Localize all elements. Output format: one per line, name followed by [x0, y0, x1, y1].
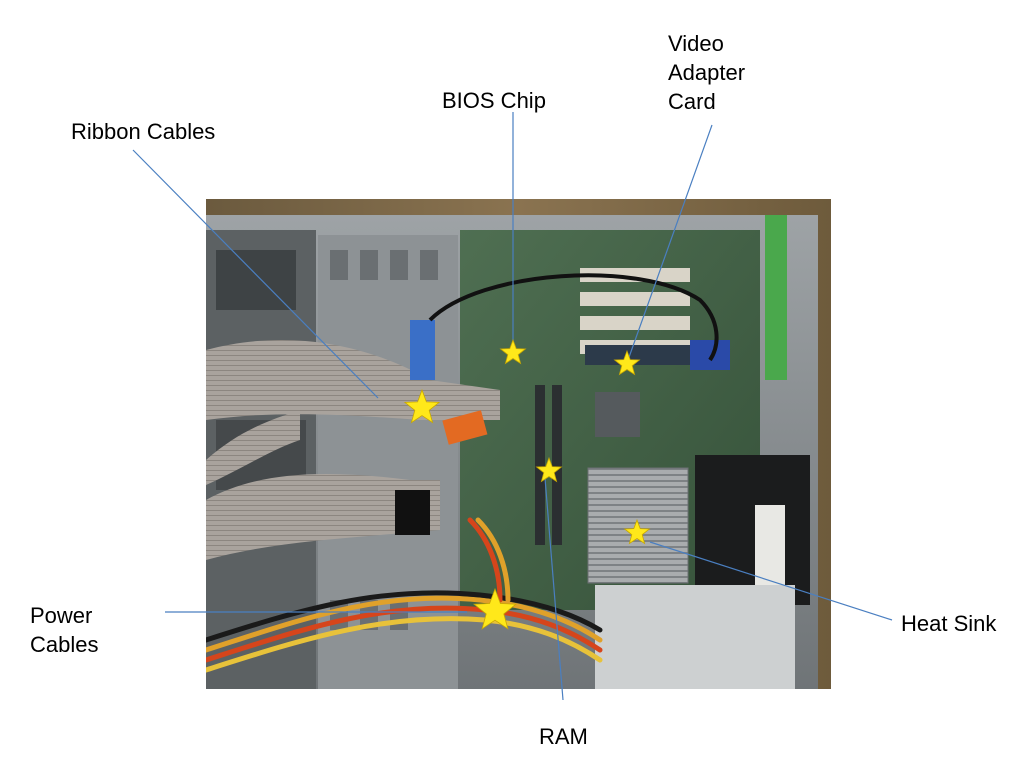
star-bios-chip-icon [499, 338, 527, 365]
label-video-adapter-card: Video Adapter Card [668, 31, 746, 114]
star-power-cables-icon [473, 587, 517, 630]
label-heat-sink: Heat Sink [901, 611, 997, 636]
leader-line-ram [544, 477, 564, 701]
leader-lines [132, 112, 893, 701]
star-ram-icon [535, 456, 563, 483]
marker-stars [403, 338, 651, 630]
label-power-cables: Power Cables [30, 603, 99, 657]
leader-line-ribbon [132, 149, 379, 399]
leader-line-heat [649, 541, 893, 621]
label-ribbon-cables: Ribbon Cables [71, 119, 216, 144]
star-heat-sink-icon [623, 518, 651, 545]
leader-line-video [627, 124, 713, 361]
star-ribbon-cables-icon [403, 388, 441, 424]
label-bios-chip: BIOS Chip [442, 88, 546, 113]
star-video-adapter-card-icon [613, 349, 641, 376]
label-ram: RAM [539, 724, 588, 749]
computer-internals-photo [206, 199, 831, 689]
